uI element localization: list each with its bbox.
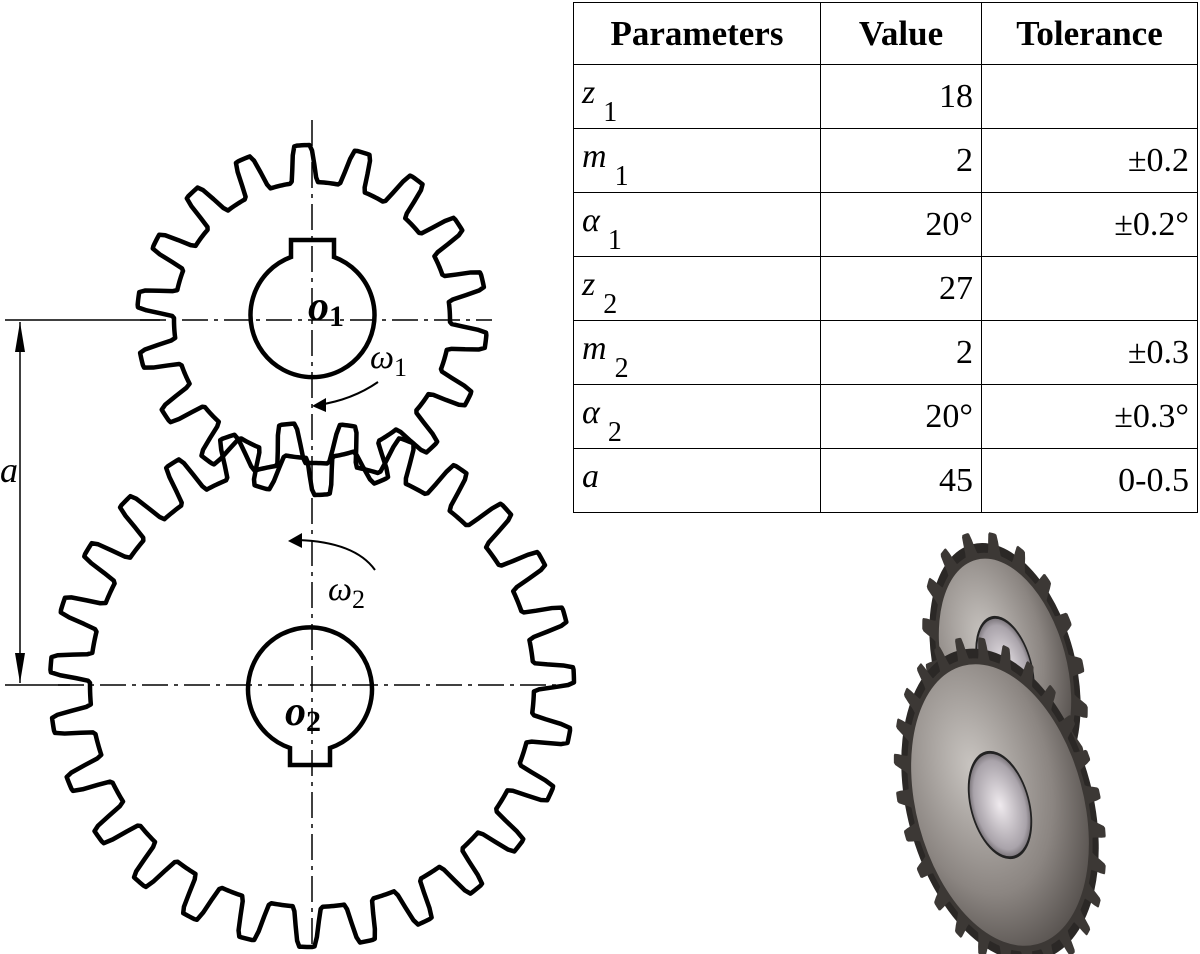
- header-value: Value: [820, 2, 982, 65]
- tolerance-cell: ±0.2: [981, 128, 1198, 193]
- param-cell: a: [573, 448, 821, 513]
- value-cell: 2: [820, 320, 982, 385]
- tolerance-cell: ±0.3: [981, 320, 1198, 385]
- tolerance-cell: [981, 64, 1198, 129]
- value-cell: 2: [820, 128, 982, 193]
- header-tolerance: Tolerance: [981, 2, 1198, 65]
- value-cell: 27: [820, 256, 982, 321]
- value-cell: 20°: [820, 384, 982, 449]
- header-parameters: Parameters: [573, 2, 821, 65]
- param-cell: m2: [573, 320, 821, 385]
- omega1-rotation-arrow: [312, 381, 379, 412]
- table-row: α2 20° ±0.3°: [573, 384, 1198, 449]
- dimension-arrow-bottom: [15, 653, 25, 683]
- tolerance-cell: 0-0.5: [981, 448, 1198, 513]
- centerlines: [58, 120, 570, 945]
- gear1-tooth-profile: [135, 142, 489, 498]
- param-cell: z1: [573, 64, 821, 129]
- tolerance-cell: ±0.2°: [981, 192, 1198, 257]
- value-cell: 18: [820, 64, 982, 129]
- parameters-table: Parameters Value Tolerance z1 18 m1 2 ±0…: [573, 2, 1198, 513]
- table-row: a 45 0-0.5: [573, 448, 1198, 513]
- gear1-center-label: o1: [308, 284, 344, 333]
- tolerance-cell: [981, 256, 1198, 321]
- gear1-omega-label: ω1: [370, 339, 407, 382]
- param-cell: m1: [573, 128, 821, 193]
- table-row: z1 18: [573, 64, 1198, 129]
- center-distance-dimension: [5, 319, 160, 686]
- table-row: z2 27: [573, 256, 1198, 321]
- gear-3d-large: [893, 637, 1106, 954]
- table-row: m2 2 ±0.3: [573, 320, 1198, 385]
- param-cell: α2: [573, 384, 821, 449]
- gear1-bore-keyway: [248, 237, 377, 380]
- gear-3d-render: [893, 532, 1106, 954]
- param-cell: α1: [573, 192, 821, 257]
- center-distance-label: a: [0, 450, 18, 490]
- param-cell: z2: [573, 256, 821, 321]
- tolerance-cell: ±0.3°: [981, 384, 1198, 449]
- gear2-center-label: o2: [285, 689, 321, 738]
- table-row: α1 20° ±0.2°: [573, 192, 1198, 257]
- omega2-rotation-arrow: [288, 533, 376, 571]
- gear2-tooth-profile: [48, 421, 577, 950]
- value-cell: 45: [820, 448, 982, 513]
- table-row: m1 2 ±0.2: [573, 128, 1198, 193]
- gear2-bore-keyway: [245, 625, 375, 768]
- value-cell: 20°: [820, 192, 982, 257]
- dimension-arrow-top: [15, 322, 25, 352]
- gear2-omega-label: ω2: [328, 571, 365, 614]
- table-header-row: Parameters Value Tolerance: [573, 2, 1198, 65]
